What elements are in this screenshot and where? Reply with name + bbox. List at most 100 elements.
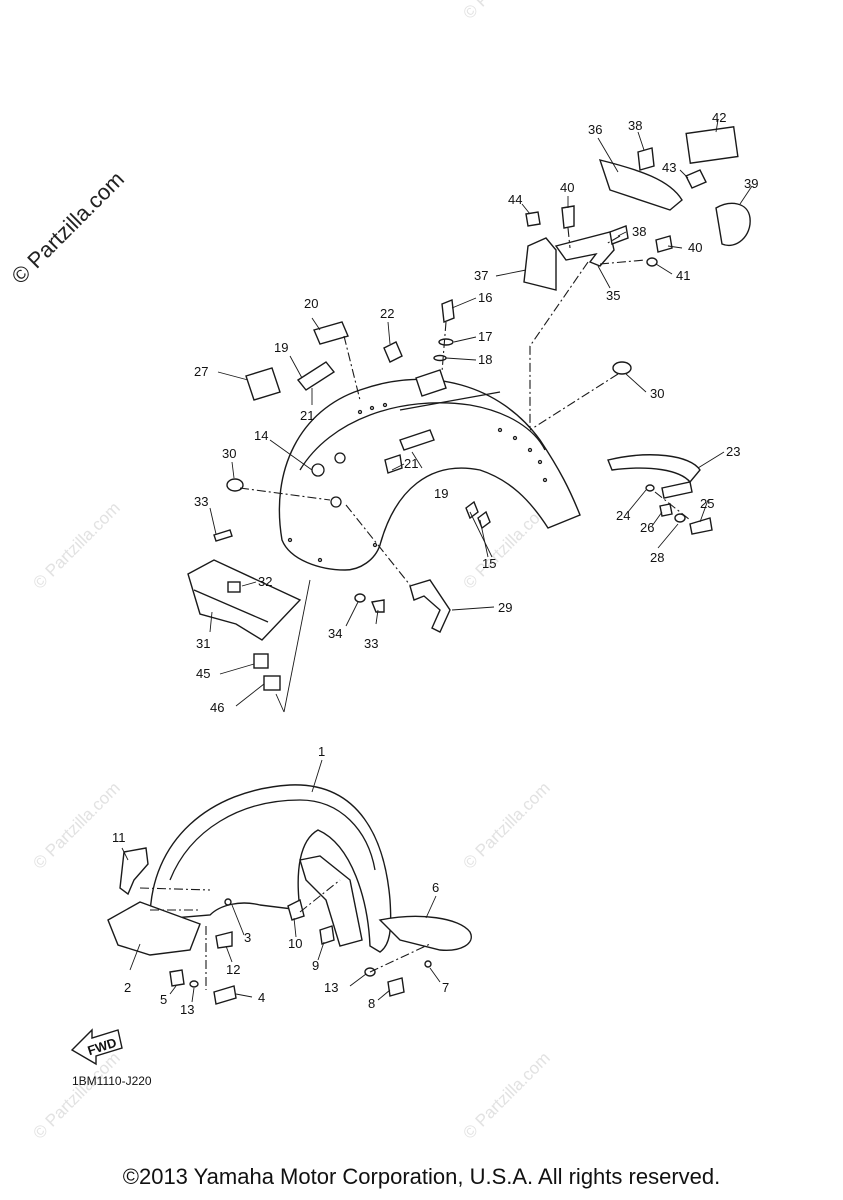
- part-number-label: 25: [700, 496, 714, 511]
- forward-arrow-icon: FWD: [70, 1028, 123, 1066]
- washer-17: [438, 338, 454, 346]
- part-number-label: 26: [640, 520, 654, 535]
- nut-9: [319, 925, 335, 945]
- pad-19: [399, 429, 435, 451]
- part-number-label: 4: [258, 990, 265, 1005]
- part-number-label: 16: [478, 290, 492, 305]
- part-number-label: 19: [274, 340, 288, 355]
- part-number-label: 36: [588, 122, 602, 137]
- watermark-repeat: © Partzilla.com: [29, 778, 123, 872]
- front-fender-assembly: [107, 784, 472, 1005]
- part-number-label: 3: [244, 930, 251, 945]
- bolt-40b: [655, 235, 673, 253]
- washer-13b: [189, 980, 199, 988]
- copyright-notice: ©2013 Yamaha Motor Corporation, U.S.A. A…: [122, 1164, 721, 1189]
- rear-fender-shape: [278, 378, 581, 571]
- part-number-label: 17: [478, 329, 492, 344]
- bolt-10: [287, 898, 305, 921]
- part-number-label: 24: [616, 508, 630, 523]
- part-number-label: 33: [194, 494, 208, 509]
- bracket-11: [119, 847, 149, 896]
- clip-7: [424, 960, 432, 968]
- part-number-label: 40: [560, 180, 574, 195]
- part-number-label: 38: [628, 118, 642, 133]
- part-number-label: 27: [194, 364, 208, 379]
- part-number-label: 2: [124, 980, 131, 995]
- bracket-inner: [299, 855, 363, 947]
- rear-fender-assembly: [187, 261, 713, 691]
- bracket-18: [415, 369, 447, 397]
- taillight-bracket-group: [523, 126, 751, 291]
- clip-45: [253, 653, 269, 669]
- bolt-33a: [213, 529, 233, 542]
- washer-28: [674, 513, 686, 523]
- part-number-label: 21: [300, 408, 314, 423]
- part-number-label: 29: [498, 600, 512, 615]
- damper-15b: [477, 510, 491, 530]
- part-number-label: 19: [434, 486, 448, 501]
- washer-41: [646, 257, 658, 267]
- bolt-3: [224, 898, 232, 906]
- clip-32: [227, 581, 241, 593]
- part-number-label: 9: [312, 958, 319, 973]
- nut-5: [169, 969, 185, 987]
- part-number-label: 5: [160, 992, 167, 1007]
- part-number-label: 15: [482, 556, 496, 571]
- diagram-code: 1BM1110-J220: [72, 1074, 152, 1088]
- washer-18: [433, 354, 447, 362]
- part-number-label: 23: [726, 444, 740, 459]
- part-number-label: 35: [606, 288, 620, 303]
- part-number-label: 32: [258, 574, 272, 589]
- grommet-30a: [226, 478, 244, 492]
- part-number-label: 10: [288, 936, 302, 951]
- part-number-label: 21: [404, 456, 418, 471]
- part-number-label: 30: [222, 446, 236, 461]
- bolt-4: [213, 985, 237, 1005]
- flap-6: [378, 915, 472, 951]
- part-number-label: 13: [180, 1002, 194, 1017]
- watermark-repeat: © Partzilla.com: [459, 0, 553, 23]
- bolt-40a: [561, 205, 575, 229]
- part-number-label: 39: [744, 176, 758, 191]
- part-number-label: 7: [442, 980, 449, 995]
- clip-44: [525, 211, 541, 227]
- stay-23: [607, 454, 701, 484]
- part-number-label: 18: [478, 352, 492, 367]
- grommet-30b: [612, 361, 632, 375]
- damper-15a: [465, 500, 479, 520]
- bolt-33b: [371, 599, 385, 613]
- bolt-38a: [637, 147, 655, 171]
- part-number-label: 42: [712, 110, 726, 125]
- part-number-label: 13: [324, 980, 338, 995]
- part-number-label: 33: [364, 636, 378, 651]
- nut-26: [659, 503, 673, 517]
- part-number-label: 34: [328, 626, 342, 641]
- cover-37: [523, 237, 557, 291]
- part-number-label: 40: [688, 240, 702, 255]
- washer-34: [354, 593, 366, 603]
- part-number-label: 46: [210, 700, 224, 715]
- bracket-35: [554, 231, 615, 267]
- part-number-label: 8: [368, 996, 375, 1011]
- part-number-label: 45: [196, 666, 210, 681]
- part-number-label: 38: [632, 224, 646, 239]
- part-number-label: 12: [226, 962, 240, 977]
- bracket-36: [598, 159, 683, 211]
- bolt-12: [215, 931, 233, 949]
- part-number-label: 14: [254, 428, 268, 443]
- part-number-callouts: 1 2 3 4 5 6 7 8 9 10 11 12 13 13 14 15 1…: [112, 110, 758, 1017]
- part-number-label: 28: [650, 550, 664, 565]
- nut-43: [685, 169, 707, 189]
- plate-42: [685, 126, 739, 164]
- bracket-29: [409, 579, 451, 633]
- flap-31: [187, 559, 302, 641]
- watermark-repeat: © Partzilla.com: [29, 498, 123, 592]
- part-number-label: 6: [432, 880, 439, 895]
- bolt-25: [689, 517, 713, 535]
- part-number-label: 20: [304, 296, 318, 311]
- plate-21: [384, 454, 403, 474]
- part-number-label: 1: [318, 744, 325, 759]
- part-number-label: 37: [474, 268, 488, 283]
- part-number-label: 11: [112, 830, 126, 845]
